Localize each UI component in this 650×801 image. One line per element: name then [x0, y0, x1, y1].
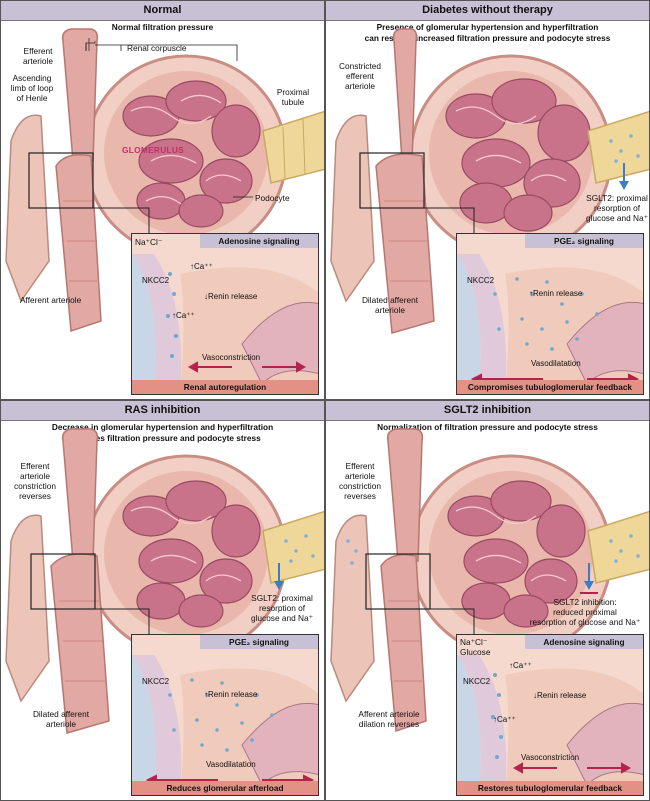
vessel-label: Vasoconstriction — [202, 353, 261, 362]
vessel-label: Vasodilatation — [531, 359, 581, 368]
inset-footer: Compromises tubuloglomerular feedback — [457, 380, 643, 394]
inset-macula-densa: PGE₂ signaling NKCC2 ↑Renin release Vaso… — [131, 634, 319, 796]
inset-footer: Restores tubuloglomerular feedback — [457, 781, 643, 795]
sglt2-label: SGLT2: proximal resorption of glucose an… — [250, 593, 314, 623]
calcium-label-top: ↑Ca⁺⁺ — [190, 262, 213, 271]
afferent-label: Afferent arteriole dilation reverses — [358, 709, 420, 729]
panel-subtitle: Normal filtration pressure — [111, 22, 214, 32]
ascending-limb-label: Ascending limb of loop of Henle — [10, 73, 54, 103]
kidney-illustration — [330, 28, 649, 334]
sglt2-label: SGLT2 inhibition: reduced proximal resor… — [529, 597, 641, 627]
renin-label: ↓Renin release — [533, 691, 587, 700]
ion-label: Na⁺Cl⁻ — [135, 237, 163, 247]
inset-footer: Renal autoregulation — [132, 380, 318, 394]
efferent-label: Efferent arteriole — [23, 46, 53, 66]
renin-label: ↑Renin release — [204, 690, 258, 699]
proximal-tubule-label: Proximal tubule — [276, 87, 310, 107]
renin-label: ↑Renin release — [529, 289, 583, 298]
kidney-illustration — [5, 428, 324, 734]
inset-macula-densa: PGE₂ signaling NKCC2 ↑Renin release Vaso… — [456, 233, 644, 395]
panel-title: Diabetes without therapy — [326, 1, 649, 21]
vessel-label: Vasodilatation — [206, 760, 256, 769]
vessel-label: Vasoconstriction — [521, 753, 580, 762]
nkcc2-label: NKCC2 — [463, 677, 491, 686]
inset-header: Adenosine signaling — [200, 234, 318, 248]
renin-label: ↓Renin release — [204, 292, 258, 301]
nkcc2-label: NKCC2 — [142, 276, 170, 285]
inset-footer: Reduces glomerular afterload — [132, 781, 318, 795]
inset-header: PGE₂ signaling — [525, 234, 643, 248]
renal-corpuscle-label: Renal corpuscle — [127, 43, 187, 53]
panel-sglt2-inhibition: SGLT2 inhibition Normalization of filtra… — [325, 400, 650, 801]
inset-header: PGE₂ signaling — [200, 635, 318, 649]
kidney-illustration — [5, 28, 324, 333]
afferent-label: Dilated afferent arteriole — [32, 709, 90, 729]
efferent-label: Constricted efferent arteriole — [339, 61, 381, 91]
kidney-illustration — [330, 428, 649, 733]
panel-normal: Normal Normal filtration pressure — [0, 0, 325, 400]
panel-title: Normal — [1, 1, 324, 21]
panel-subtitle: Normalization of filtration pressure and… — [377, 422, 598, 432]
panel-title: SGLT2 inhibition — [326, 401, 649, 421]
calcium-label-bottom: ↑Ca⁺⁺ — [172, 311, 195, 320]
efferent-label: Efferent arteriole constriction reverses — [339, 461, 381, 501]
panel-ras-inhibition: RAS inhibition Decrease in glomerular hy… — [0, 400, 325, 801]
inset-header: Adenosine signaling — [525, 635, 643, 649]
inset-macula-densa: Adenosine signaling NKCC2 ↑Ca⁺⁺ ↑Ca⁺⁺ ↓R… — [456, 634, 644, 796]
calcium-label-top: ↑Ca⁺⁺ — [509, 661, 532, 670]
afferent-label: Dilated afferent arteriole — [361, 295, 419, 315]
efferent-label: Efferent arteriole constriction reverses — [14, 461, 56, 501]
nkcc2-label: NKCC2 — [142, 677, 170, 686]
calcium-label-bottom: ↑Ca⁺⁺ — [493, 715, 516, 724]
sglt2-label: SGLT2: proximal resorption of glucose an… — [585, 193, 649, 223]
inset-macula-densa: Adenosine signaling NKCC2 ↑Ca⁺⁺ ↑Ca⁺⁺ ↓R… — [131, 233, 319, 395]
panel-diabetes: Diabetes without therapy Presence of glo… — [325, 0, 650, 400]
afferent-label: Afferent arteriole — [20, 295, 82, 305]
panel-title: RAS inhibition — [1, 401, 324, 421]
glomerulus-label: GLOMERULUS — [122, 145, 184, 155]
nkcc2-label: NKCC2 — [467, 276, 495, 285]
ion-label: Na⁺Cl⁻ Glucose — [460, 637, 491, 657]
podocyte-label: Podocyte — [255, 193, 290, 203]
